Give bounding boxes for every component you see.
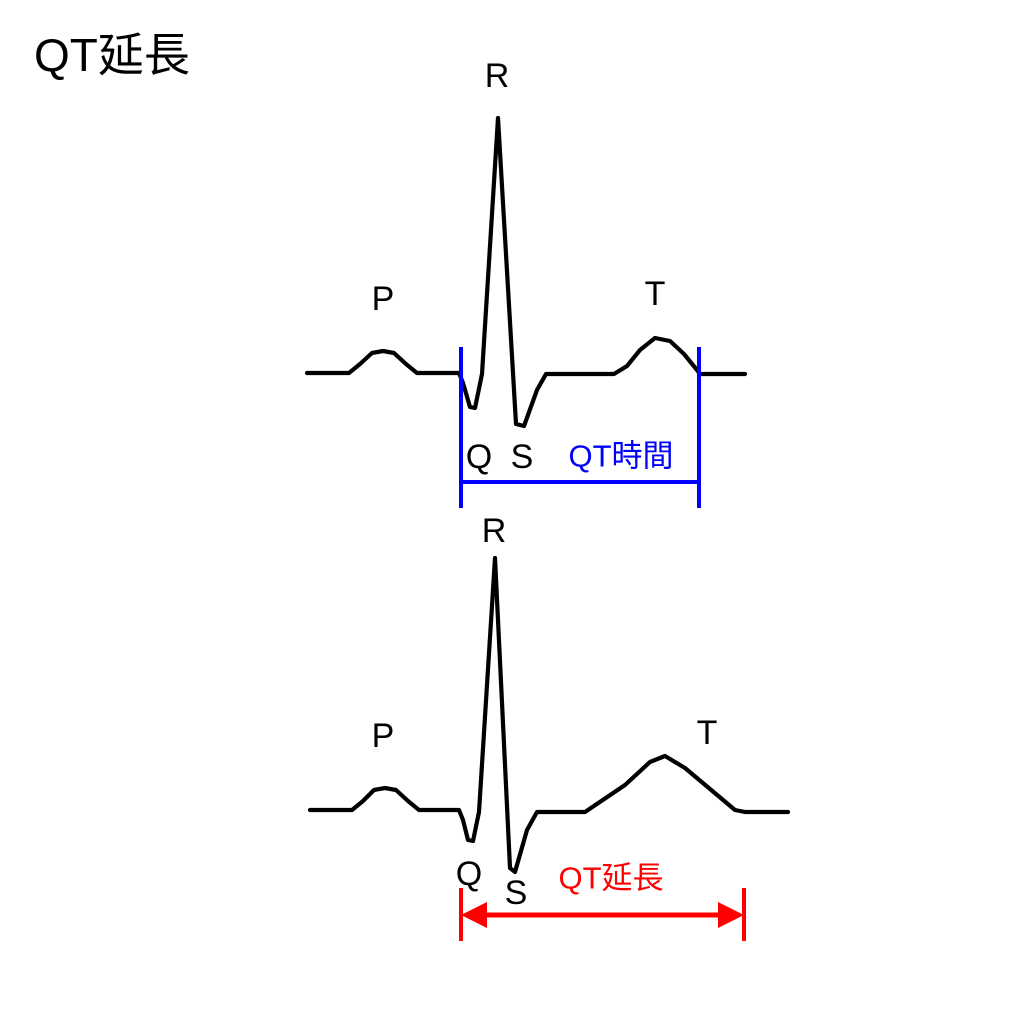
normal-qt-panel: [304, 115, 748, 508]
prolonged-s-wave-label: S: [504, 874, 528, 912]
qt-prolongation-label: QT延長: [558, 860, 664, 896]
prolonged-t-wave-label: T: [696, 714, 718, 752]
prolonged-qt-panel: [307, 555, 791, 941]
normal-s-wave-label: S: [510, 438, 534, 476]
qt-prolonged-arrowhead-right: [718, 902, 744, 928]
prolonged-qt-ecg-trace: [307, 555, 791, 875]
normal-r-wave-label: R: [484, 57, 510, 95]
prolonged-q-wave-label: Q: [455, 855, 483, 893]
normal-q-wave-label: Q: [465, 438, 493, 476]
normal-t-wave-label: T: [644, 275, 666, 313]
prolonged-r-wave-label: R: [481, 512, 507, 550]
qt-prolonged-arrow-group: [459, 888, 746, 941]
normal-qt-ecg-trace: [304, 115, 748, 429]
qt-interval-label: QT時間: [568, 438, 674, 474]
qt-prolonged-arrowhead-left: [461, 902, 487, 928]
qt-interval-bracket-blue: [459, 347, 701, 508]
page-title: QT延長: [34, 29, 190, 81]
normal-p-wave-label: P: [371, 280, 395, 318]
prolonged-p-wave-label: P: [371, 717, 395, 755]
